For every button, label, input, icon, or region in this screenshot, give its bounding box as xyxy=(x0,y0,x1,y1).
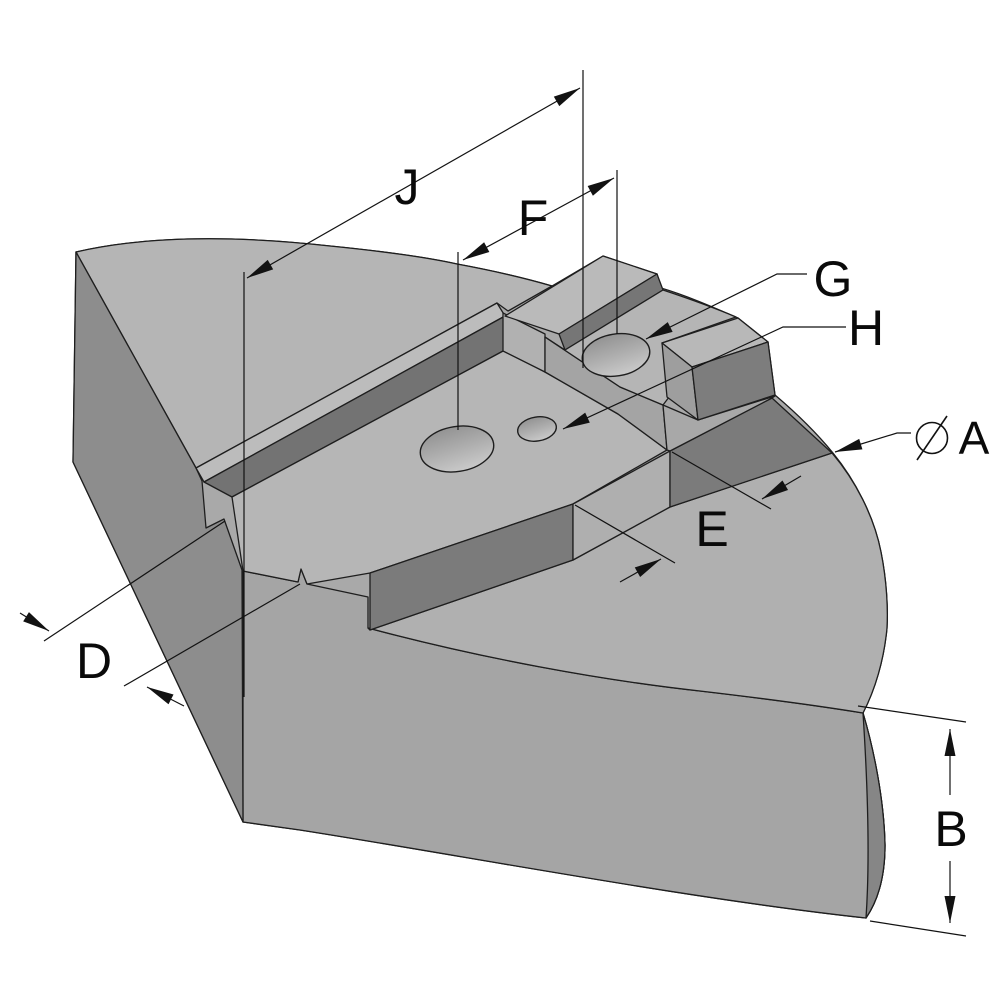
leader-g xyxy=(645,273,807,340)
dim-d-arrow-lower xyxy=(146,686,185,707)
leader-diameter-a xyxy=(834,432,911,453)
dim-f-line xyxy=(462,177,615,261)
dim-label-a: A xyxy=(959,412,990,464)
counterbore-hole-left xyxy=(419,425,495,473)
right-bar-right-face xyxy=(691,341,776,421)
dim-j-line xyxy=(246,87,581,279)
dim-label-e: E xyxy=(695,501,728,557)
dim-label-h: H xyxy=(848,300,884,356)
dim-e-arrow-lower xyxy=(619,558,662,583)
pilot-hole-small xyxy=(516,416,558,442)
dim-b-extension-top xyxy=(857,705,967,723)
dim-label-d: D xyxy=(76,633,112,689)
dim-b-extension-bottom xyxy=(869,920,967,937)
dim-label-f: F xyxy=(518,190,549,246)
dim-e-arrow-upper xyxy=(761,475,802,500)
machined-part xyxy=(72,238,888,919)
dim-label-b: B xyxy=(934,801,967,857)
dim-label-g: G xyxy=(814,251,853,307)
dim-d-extension-upper xyxy=(43,520,226,642)
rim-right-edge-face xyxy=(862,712,886,919)
diameter-symbol-icon xyxy=(915,415,949,461)
dim-d-extension-lower xyxy=(123,583,301,687)
dim-label-j: J xyxy=(395,159,420,215)
lower-step-top-face xyxy=(367,452,888,714)
dim-d-arrow-upper xyxy=(19,612,50,632)
dim-e-extension-lower xyxy=(574,504,676,564)
leader-h xyxy=(562,326,846,430)
dimension-labels: J F G H A E D B xyxy=(76,159,990,857)
dimension-annotations xyxy=(19,70,967,937)
dim-e-extension-upper xyxy=(671,451,772,510)
